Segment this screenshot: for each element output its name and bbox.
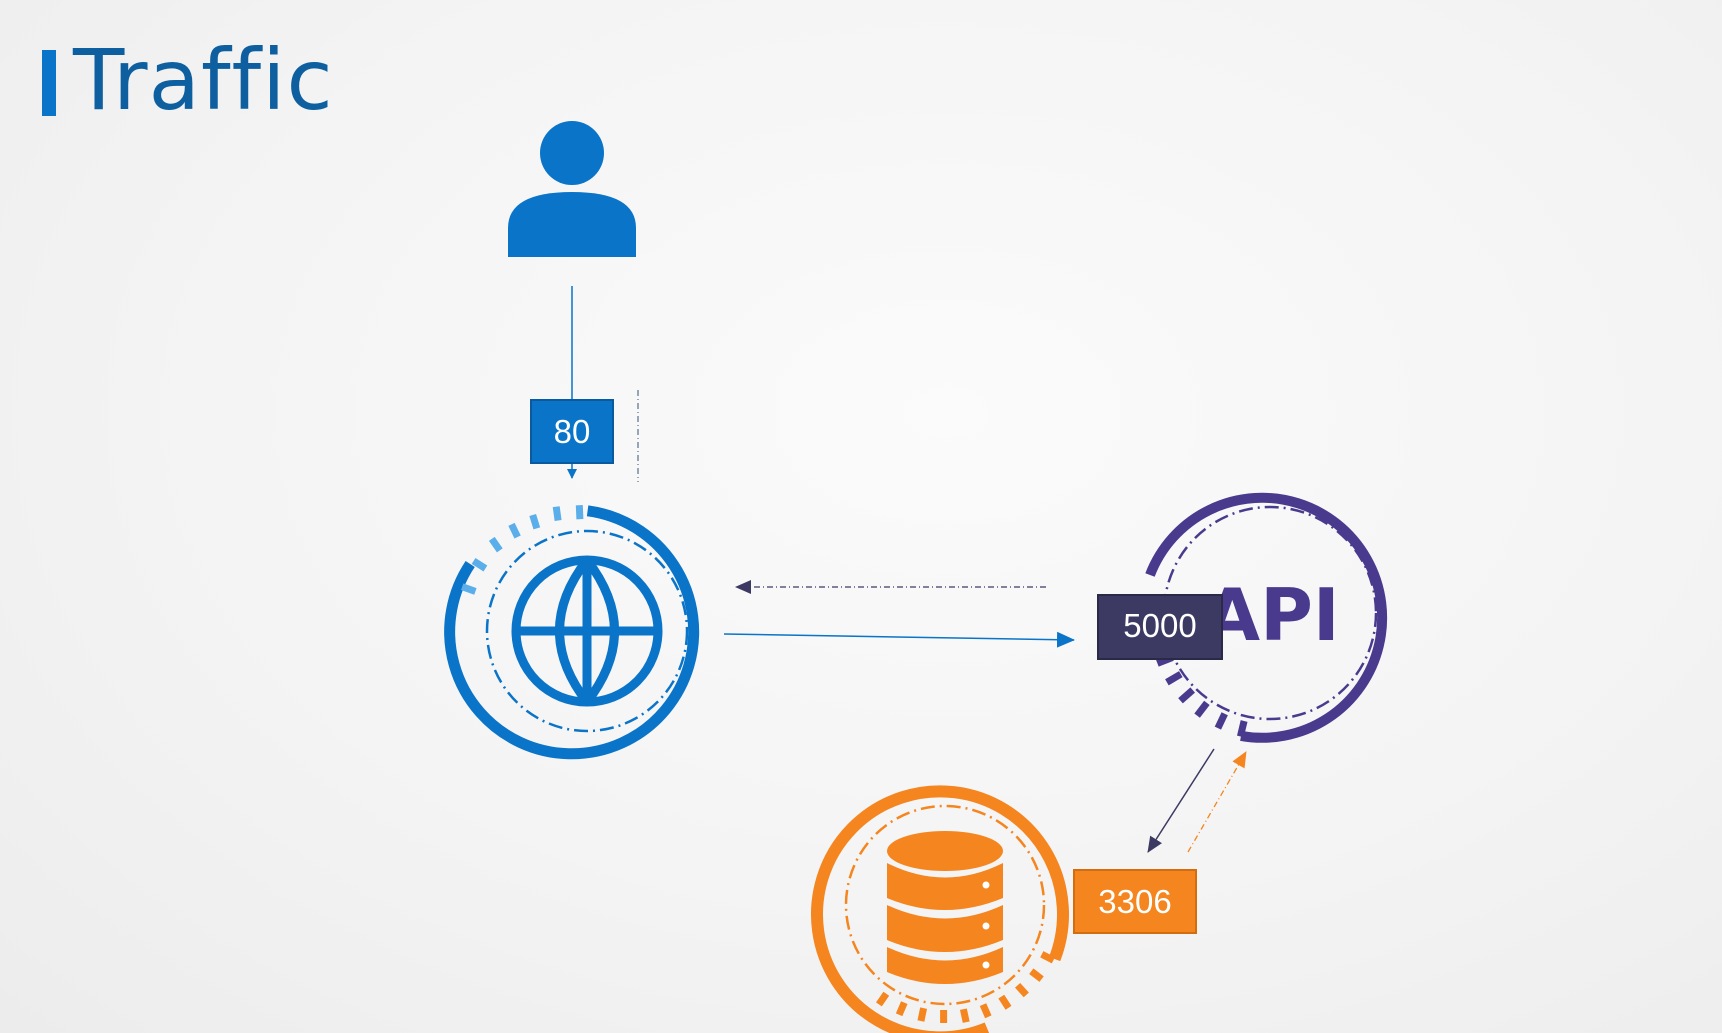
api-server-node: API bbox=[1145, 492, 1388, 743]
web-to-api-connector bbox=[723, 631, 1075, 648]
globe-icon bbox=[511, 555, 663, 707]
database-node bbox=[811, 785, 1069, 1033]
api-server-arc-ticks bbox=[1156, 654, 1248, 738]
port-label-3306: 3306 bbox=[1098, 883, 1171, 920]
database-arc-ticks bbox=[876, 951, 1055, 1023]
title-accent-bar bbox=[42, 50, 56, 116]
port-label-80: 80 bbox=[554, 413, 591, 450]
port-badge-3306: 3306 bbox=[1073, 869, 1197, 934]
database-icon bbox=[887, 831, 1003, 984]
api-to-db-connector bbox=[1147, 748, 1215, 853]
port-label-5000: 5000 bbox=[1123, 607, 1196, 644]
web-server-arc-ticks bbox=[461, 505, 584, 595]
page-title: Traffic bbox=[73, 31, 334, 129]
db-to-api-return-connector bbox=[1187, 751, 1247, 853]
port-badge-80: 80 bbox=[530, 399, 614, 464]
web-server-node bbox=[444, 505, 700, 760]
port-badge-5000: 5000 bbox=[1097, 594, 1223, 660]
user-icon bbox=[508, 121, 636, 257]
api-label: API bbox=[1204, 573, 1339, 657]
